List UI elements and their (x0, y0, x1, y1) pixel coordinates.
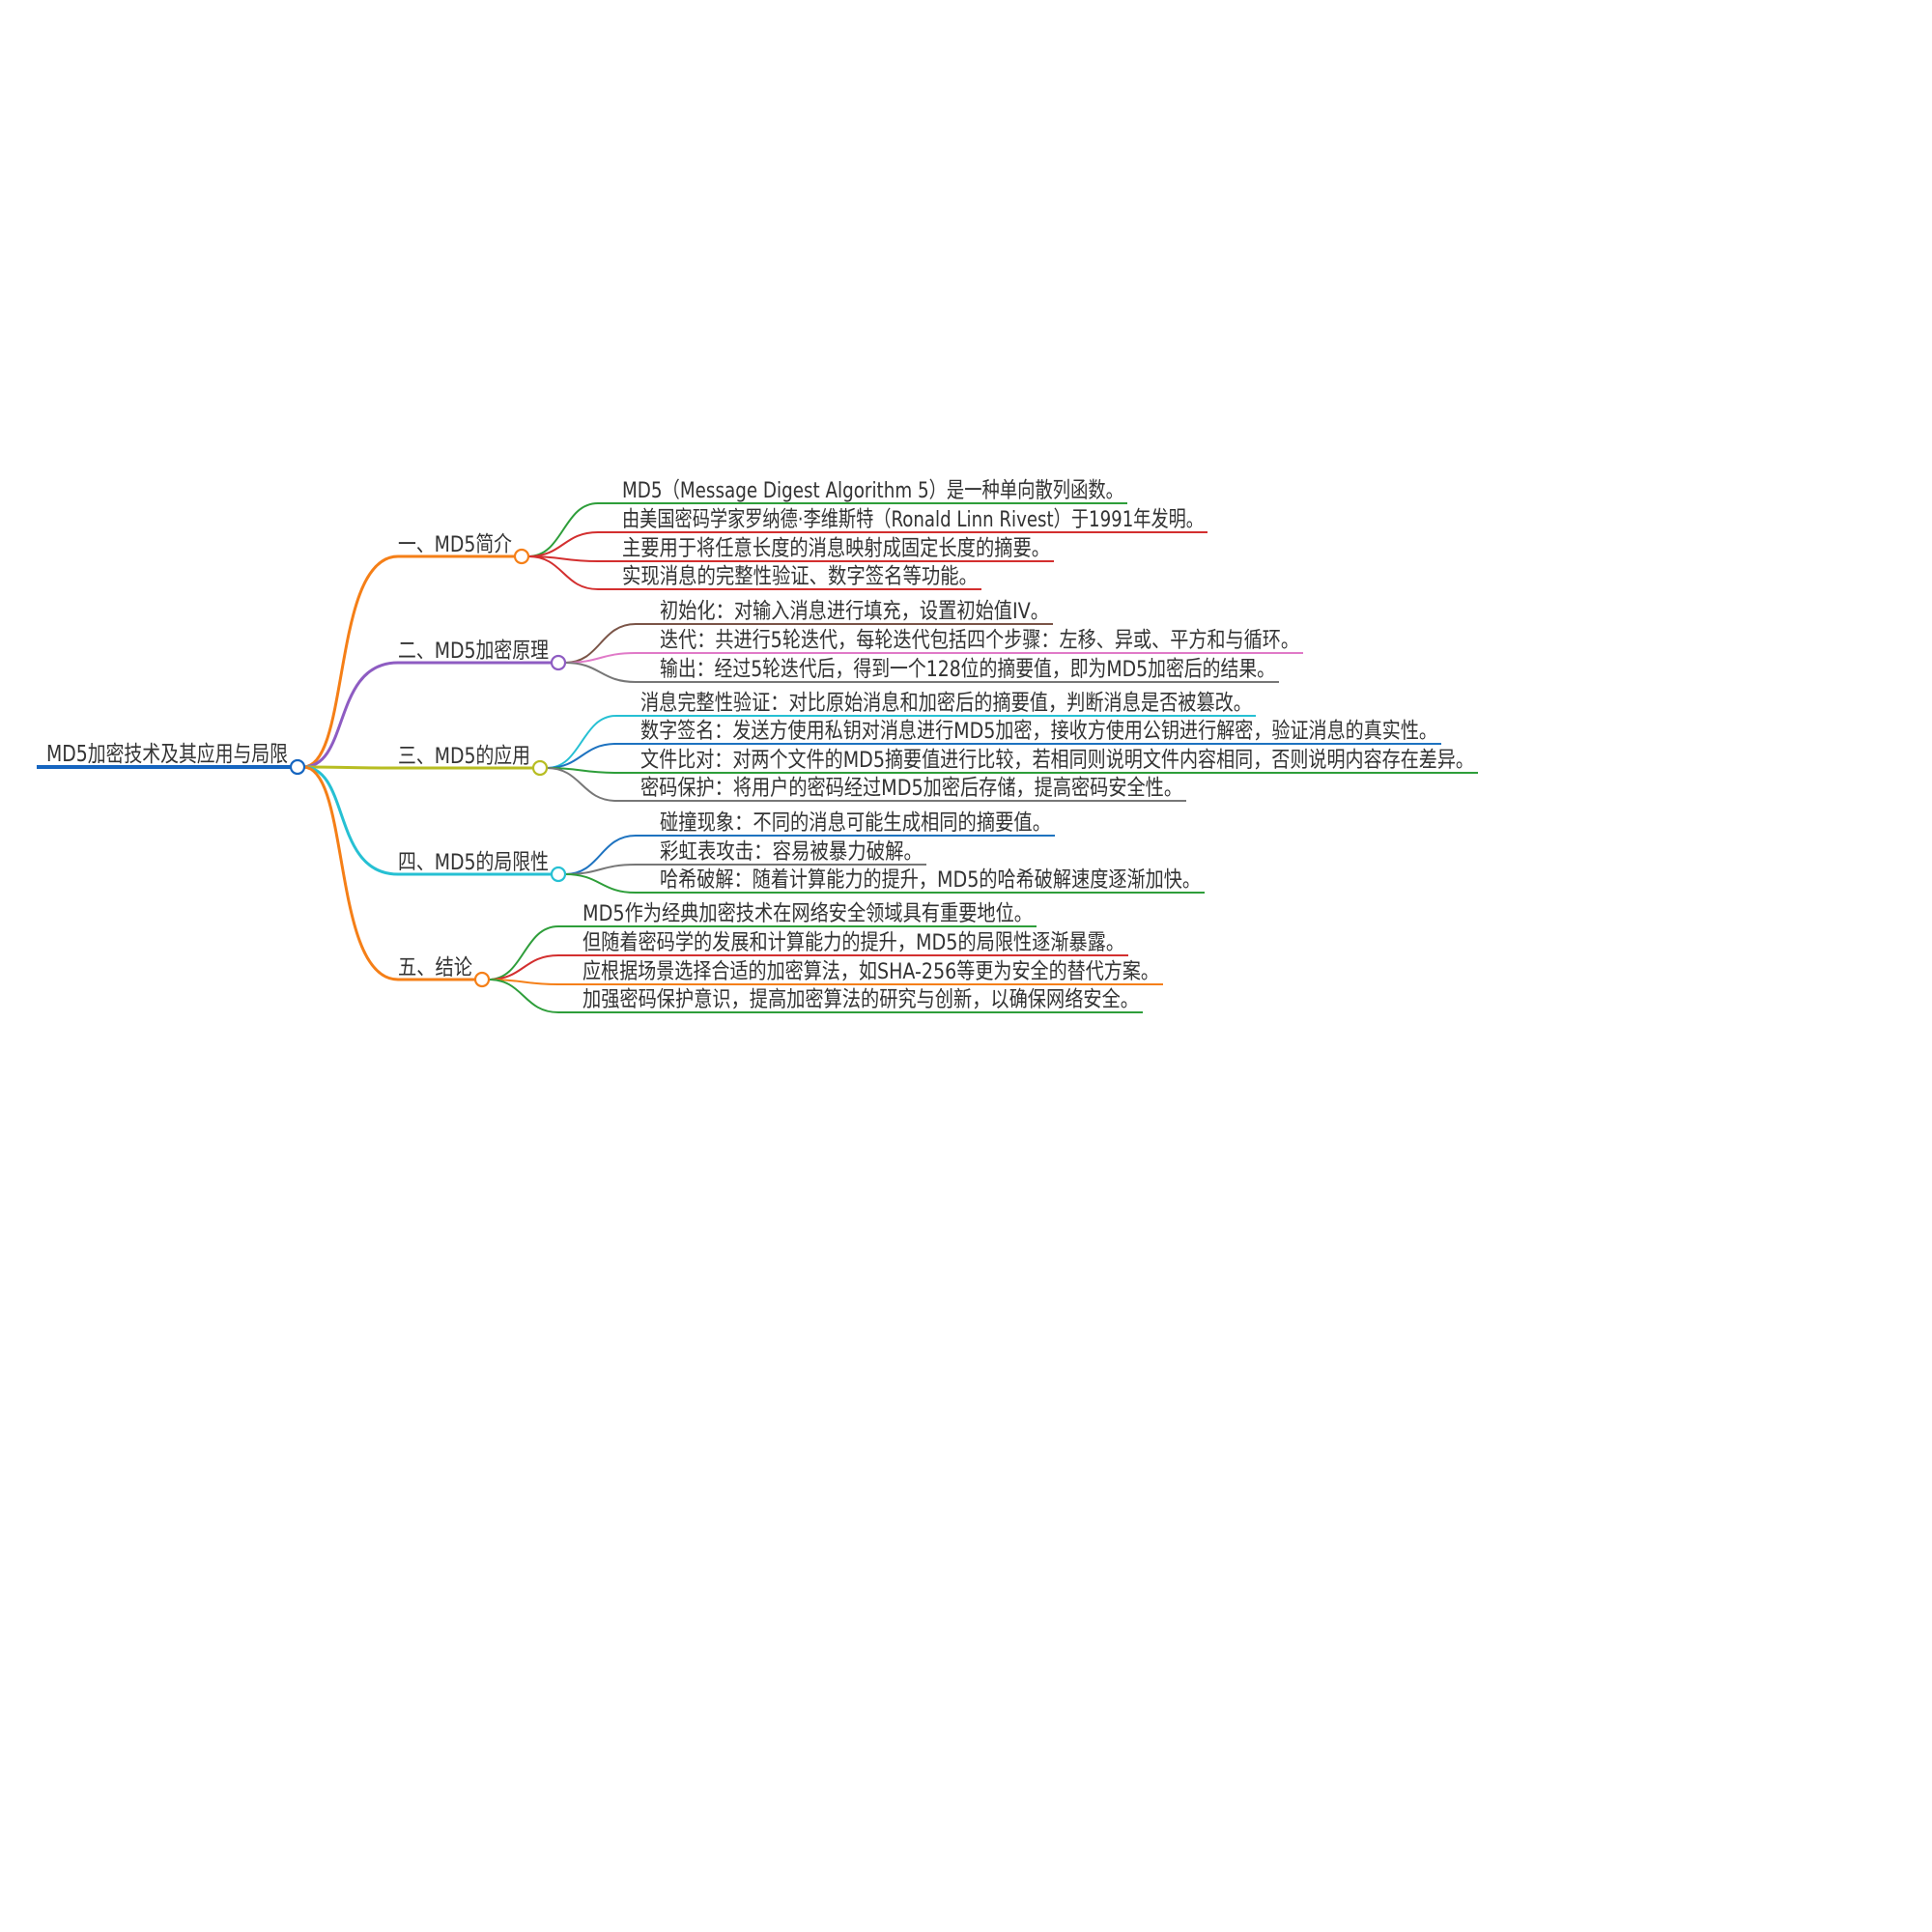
connector-layer (302, 502, 1478, 1013)
leaf-label[interactable]: 消息完整性验证：对比原始消息和加密后的摘要值，判断消息是否被篡改。 (640, 691, 1252, 716)
branch-collapse-toggle[interactable] (550, 654, 567, 671)
leaf-label[interactable]: 初始化：对输入消息进行填充，设置初始值IV。 (660, 599, 1049, 624)
branch-connector (302, 765, 399, 770)
leaf-connector (488, 954, 1128, 980)
leaf-connector (564, 652, 1303, 664)
branch-label: 二、MD5加密原理 (398, 639, 549, 664)
leaf-connector (546, 715, 1256, 769)
leaf-connector (527, 555, 981, 590)
leaf-label[interactable]: 应根据场景选择合适的加密算法，如SHA-256等更为安全的替代方案。 (582, 959, 1159, 984)
branch-connector (302, 554, 399, 769)
root-collapse-toggle[interactable] (289, 758, 306, 776)
branch-label: 五、结论 (398, 955, 472, 980)
branch-connector (302, 661, 399, 769)
branch-collapse-toggle[interactable] (550, 866, 567, 883)
leaf-connector (527, 502, 1127, 557)
leaf-label[interactable]: 加强密码保护意识，提高加密算法的研究与创新，以确保网络安全。 (582, 987, 1139, 1012)
leaf-label[interactable]: 哈希破解：随着计算能力的提升，MD5的哈希破解速度逐渐加快。 (660, 867, 1201, 893)
leaf-label[interactable]: 主要用于将任意长度的消息映射成固定长度的摘要。 (622, 536, 1050, 561)
leaf-connector (564, 873, 1205, 894)
leaf-label[interactable]: 密码保护：将用户的密码经过MD5加密后存储，提高密码安全性。 (640, 776, 1182, 801)
leaf-label[interactable]: 由美国密码学家罗纳德·李维斯特（Ronald Linn Rivest）于1991… (622, 507, 1204, 532)
leaf-label[interactable]: 数字签名：发送方使用私钥对消息进行MD5加密，接收方使用公钥进行解密，验证消息的… (640, 719, 1437, 744)
branch-collapse-toggle[interactable] (531, 759, 549, 777)
leaf-connector (564, 864, 926, 875)
leaf-label[interactable]: 实现消息的完整性验证、数字签名等功能。 (622, 564, 978, 589)
branch-collapse-toggle[interactable] (473, 971, 491, 988)
branch-collapse-toggle[interactable] (513, 548, 530, 565)
leaf-connector (546, 743, 1441, 769)
leaf-connector (564, 835, 1055, 875)
leaf-connector (564, 662, 1279, 683)
branch-node[interactable]: 五、结论 (398, 955, 491, 988)
leaf-label[interactable]: 彩虹表攻击：容易被暴力破解。 (660, 839, 923, 865)
leaf-connector (564, 623, 1053, 664)
branch-label: 三、MD5的应用 (398, 744, 530, 769)
leaf-label[interactable]: 输出：经过5轮迭代后，得到一个128位的摘要值，即为MD5加密后的结果。 (660, 657, 1275, 682)
branch-node[interactable]: 一、MD5简介 (398, 532, 530, 565)
node-layer: 一、MD5简介 MD5（Message Digest Algorithm 5）是一… (398, 478, 1474, 1012)
branch-label: 四、MD5的局限性 (398, 850, 549, 875)
leaf-label[interactable]: 碰撞现象：不同的消息可能生成相同的摘要值。 (660, 810, 1051, 836)
root-label: MD5加密技术及其应用与局限 (46, 742, 288, 767)
root-node[interactable]: MD5加密技术及其应用与局限 (37, 742, 306, 776)
leaf-label[interactable]: 迭代：共进行5轮迭代，每轮迭代包括四个步骤：左移、异或、平方和与循环。 (660, 628, 1299, 653)
leaf-connector (488, 979, 1143, 1013)
leaf-label[interactable]: MD5作为经典加密技术在网络安全领域具有重要地位。 (582, 901, 1033, 926)
branch-node[interactable]: 二、MD5加密原理 (398, 639, 567, 671)
branch-connector (302, 765, 399, 876)
leaf-label[interactable]: 但随着密码学的发展和计算能力的提升，MD5的局限性逐渐暴露。 (582, 930, 1124, 955)
branch-connector (302, 765, 399, 981)
leaf-label[interactable]: MD5（Message Digest Algorithm 5）是一种单向散列函数… (622, 478, 1123, 503)
branch-node[interactable]: 三、MD5的应用 (398, 744, 549, 777)
leaf-connector (546, 767, 1186, 802)
branch-label: 一、MD5简介 (398, 532, 512, 557)
leaf-connector (488, 925, 1037, 980)
leaf-label[interactable]: 文件比对：对两个文件的MD5摘要值进行比较，若相同则说明文件内容相同，否则说明内… (640, 748, 1474, 773)
leaf-connector (527, 531, 1208, 557)
branch-node[interactable]: 四、MD5的局限性 (398, 850, 567, 883)
